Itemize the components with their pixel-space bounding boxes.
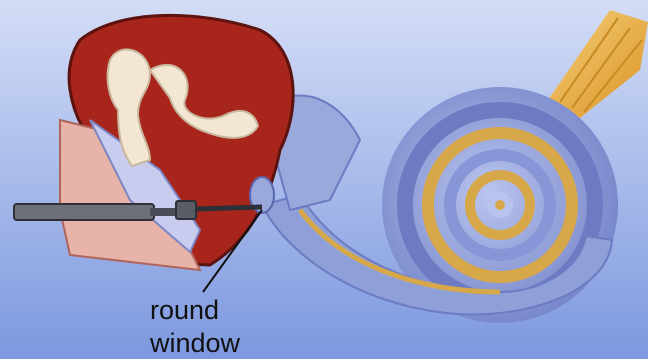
round-window-label-line2: window [150,330,240,357]
round-window-label-line1: round [150,297,219,324]
